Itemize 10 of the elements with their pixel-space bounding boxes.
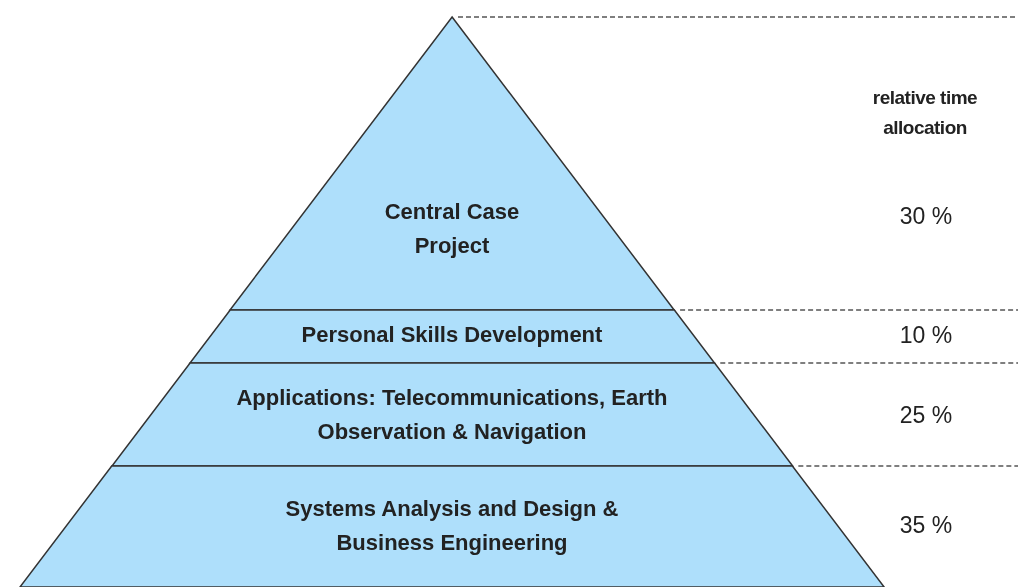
tier-label: Applications: Telecommunications, Earth Observation & Navigation (235, 384, 669, 446)
percentage-text: 35 % (898, 512, 954, 539)
column-heading: relative time allocation (871, 86, 979, 140)
percentage-text: 10 % (898, 322, 954, 349)
tier-label: Systems Analysis and Design & Business Engineering (284, 495, 620, 557)
pyramid-tier (19, 466, 885, 587)
percentage-text: 25 % (898, 402, 954, 429)
percentage-text: 30 % (898, 203, 954, 230)
tier-label: Central Case Project (383, 198, 521, 260)
tier-label: Personal Skills Development (300, 321, 604, 349)
